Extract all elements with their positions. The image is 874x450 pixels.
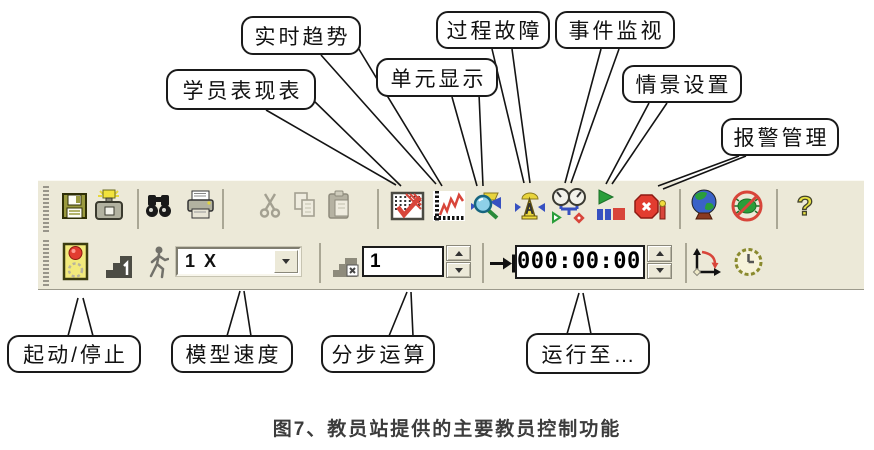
model-speed-value: 1 X [185,251,219,271]
alarm-stop-sign-button[interactable] [631,187,668,225]
instructor-toolbar: ? 1 X 1 [38,180,864,290]
callout-model-speed-label: 模型速度 [185,344,282,367]
callout-step-calc-label: 分步运算 [331,344,428,367]
toolbar-separator [137,189,139,229]
step-stairs-x-button[interactable] [331,249,361,280]
save-button[interactable] [61,187,88,225]
toolbar-separator [319,243,321,283]
figure-caption: 图7、教员站提供的主要教员控制功能 [272,419,622,440]
walking-man-button[interactable] [147,244,169,282]
combobox-dropdown-button[interactable] [274,250,298,273]
callout-process-fault-label: 过程故障 [446,20,543,43]
scenario-play-bars-button[interactable] [593,187,626,225]
toolbar-separator [776,189,778,229]
toolbar-grip-handle[interactable] [43,240,49,286]
process-fault-cone-button[interactable] [513,187,546,225]
arrow-down-icon [454,267,463,273]
snapshot-camera-button[interactable] [93,187,124,225]
globe-button[interactable] [687,187,722,225]
event-monitor-gauges-button[interactable] [551,187,587,225]
run-to-time-input[interactable]: 000:00:00 [515,245,645,279]
callout-unit-display-label: 单元显示 [390,67,487,91]
callout-student-table: 学员表现表 [166,69,316,110]
toolbar-separator [377,189,379,229]
callout-model-speed: 模型速度 [171,335,293,373]
student-performance-grid-check-button[interactable] [390,187,425,225]
step-stairs-1-button[interactable] [104,249,134,280]
arrow-up-icon [655,250,664,256]
callout-scenario: 情景设置 [622,65,742,103]
copy-button-disabled[interactable] [291,187,319,225]
axis-rotate-button[interactable] [691,246,722,278]
globe-disabled-button[interactable] [729,187,766,225]
callout-scenario-label: 情景设置 [635,74,732,97]
callout-trend: 实时趋势 [241,16,361,55]
model-speed-combobox[interactable]: 1 X [175,246,302,277]
help-question-glyph: ? [796,190,814,221]
step-count-spin-up[interactable] [446,245,471,261]
step-count-spin-down[interactable] [446,262,471,278]
run-to-time-spin-up[interactable] [647,245,672,262]
callout-start-stop-label: 起动/停止 [23,344,128,367]
arrow-up-icon [454,250,463,256]
callout-step-calc: 分步运算 [321,335,435,373]
callout-run-to: 运行至… [526,333,650,374]
unit-display-magnifier-button[interactable] [470,187,503,225]
callout-student-table-label: 学员表现表 [182,79,303,103]
step-count-spinner [446,245,471,278]
toolbar-separator [222,189,224,229]
toolbar-separator [482,243,484,283]
clock-button[interactable] [733,246,764,278]
find-binoculars-button[interactable] [144,187,173,225]
cut-scissors-button-disabled[interactable] [257,187,283,225]
print-button[interactable] [185,187,215,225]
paste-clipboard-button-disabled[interactable] [325,187,354,225]
realtime-trend-chart-button[interactable] [432,187,466,225]
callout-trend-label: 实时趋势 [254,25,351,49]
arrow-down-icon [655,268,664,274]
callout-event-monitor: 事件监视 [555,11,675,49]
help-question-button[interactable]: ? [791,187,819,225]
step-count-value: 1 [370,251,381,272]
callout-unit-display: 单元显示 [376,58,498,97]
callout-event-monitor-label: 事件监视 [568,20,665,43]
chevron-down-icon [282,259,290,264]
run-toggle-button[interactable] [62,242,89,281]
run-to-time-spinner [647,245,672,279]
toolbar-grip-handle[interactable] [43,186,49,232]
step-count-input[interactable]: 1 [362,246,444,277]
run-to-arrow-icon [489,253,516,274]
callout-start-stop: 起动/停止 [7,335,141,373]
toolbar-separator [685,243,687,283]
callout-alarm-label: 报警管理 [733,127,830,150]
callout-process-fault: 过程故障 [436,11,550,49]
toolbar-separator [679,189,681,229]
callout-run-to-label: 运行至… [541,343,638,367]
run-to-time-value: 000:00:00 [517,249,641,274]
run-to-time-spin-down[interactable] [647,262,672,279]
callout-alarm: 报警管理 [721,118,839,156]
